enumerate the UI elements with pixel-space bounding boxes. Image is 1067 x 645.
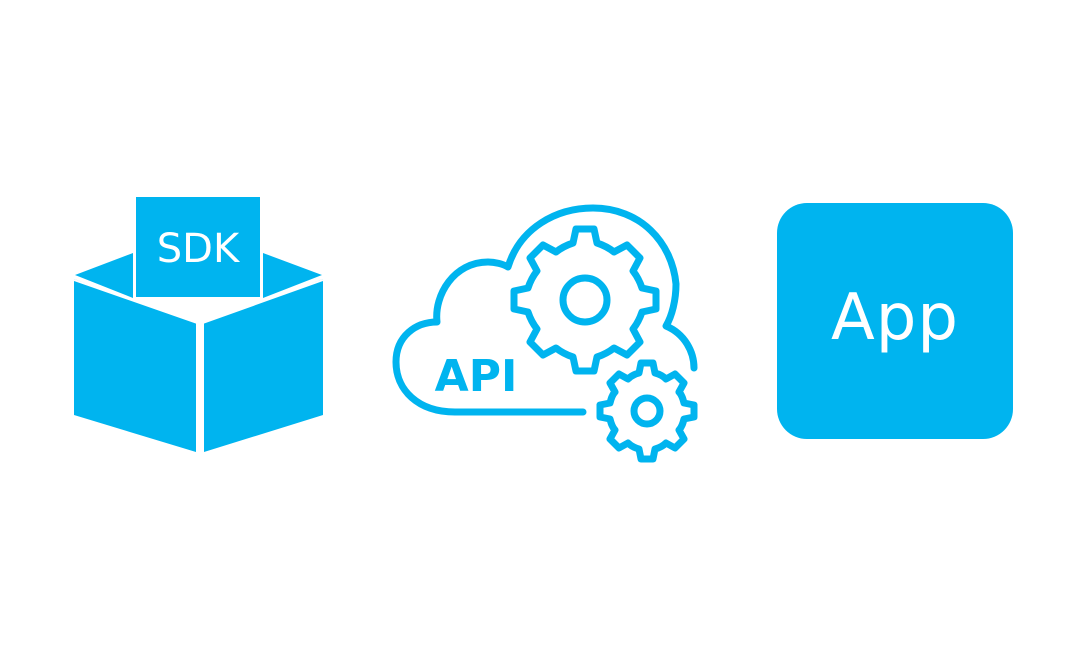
small-gear (596, 359, 698, 463)
app-label: App (830, 281, 960, 355)
sdk-box-icon: SDK (74, 197, 323, 452)
api-label: API (435, 351, 518, 402)
app-tile-icon: App (777, 203, 1013, 439)
large-gear (510, 225, 660, 375)
sdk-card (136, 197, 260, 297)
cloud-gears-icon (392, 204, 698, 463)
sdk-label: SDK (157, 226, 241, 272)
